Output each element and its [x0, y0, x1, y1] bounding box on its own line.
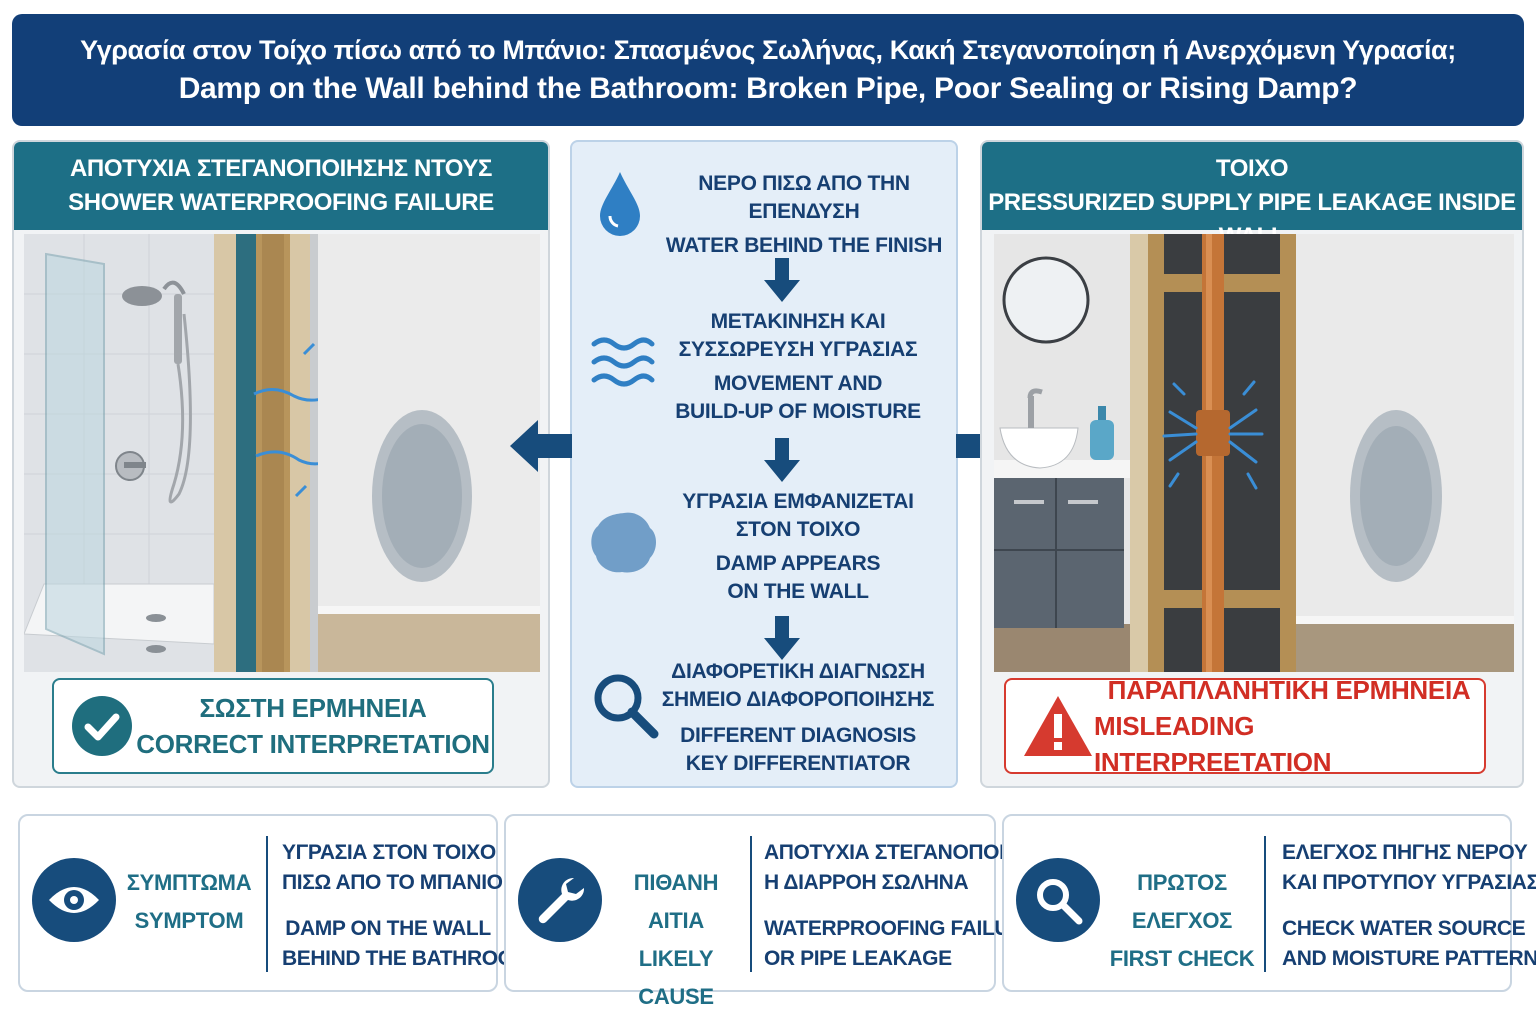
- first-check-card: ΠΡΩΤΟΣ ΕΛΕΓΧΟΣ FIRST CHECK ΕΛΕΓΧΟΣ ΠΗΓΗΣ…: [1002, 814, 1536, 992]
- card-detail-greek-line-1: ΕΛΕΓΧΟΣ ΠΗΓΗΣ ΝΕΡΟΥ: [1282, 841, 1528, 864]
- down-arrow-icon: [764, 438, 800, 482]
- card-label-greek: ΠΙΘΑΝΗ ΑΙΤΙΑ: [633, 870, 719, 933]
- step-4-greek-line-1: ΔΙΑΦΟΡΕΤΙΚΗ ΔΙΑΓΝΩΣΗ: [671, 660, 925, 683]
- card-detail-english-line-1: WATERPROOFING FAILURE: [764, 917, 1038, 940]
- panel-heading-greek: ΑΠΟΤΥΧΙΑ ΣΤΕΓΑΝΟΠΟΙΗΣΗΣ ΝΤΟΥΣ: [69, 155, 493, 182]
- panel-heading: ΑΠΟΤΥΧΙΑ ΣΤΕΓΑΝΟΠΟΙΗΣΗΣ ΝΤΟΥΣ SHOWER WAT…: [14, 142, 548, 230]
- step-4-english-line-1: DIFFERENT DIAGNOSIS: [680, 724, 916, 747]
- card-detail-english-line-1: DAMP ON THE WALL: [285, 917, 491, 940]
- card-label-greek: ΣΥΜΠΤΩΜΑ: [126, 870, 252, 895]
- misleading-interpretation-badge: ΠΑΡΑΠΛΑΝΗΤΙΚΗ ΕΡΜΗΝΕΙΑ MISLEADING INTERP…: [1004, 675, 1486, 777]
- panel-heading: ΔΙΑΡΡΟΗ ΠΙΕΣΤΙΚΟΥ ΣΩΛΗΝΑ ΜΕΣΑ ΣΤΟΝ ΤΟΙΧΟ…: [982, 142, 1522, 250]
- left-arrow-icon: [510, 420, 572, 472]
- waves-icon: [591, 337, 655, 387]
- title-greek: Υγρασία στον Τοίχο πίσω από το Μπάνιο: Σ…: [80, 34, 1456, 65]
- down-arrow-icon: [764, 616, 800, 660]
- pipe-leakage-panel: ΔΙΑΡΡΟΗ ΠΙΕΣΤΙΚΟΥ ΣΩΛΗΝΑ ΜΕΣΑ ΣΤΟΝ ΤΟΙΧΟ…: [980, 140, 1524, 788]
- wrench-icon: [518, 858, 602, 942]
- flow-step-1: ΝΕΡΟ ΠΙΣΩ ΑΠΟ ΤΗΝ ΕΠΕΝΔΥΣΗ WATER BEHIND …: [572, 164, 956, 257]
- step-2-greek-line-1: ΜΕΤΑΚΙΝΗΣΗ ΚΑΙ: [710, 310, 886, 333]
- card-label: ΣΥΜΠΤΩΜΑ SYMPTOM: [124, 864, 254, 940]
- card-label-english: SYMPTOM: [134, 908, 244, 933]
- card-divider: [266, 836, 268, 972]
- card-label-greek: ΠΡΩΤΟΣ ΕΛΕΓΧΟΣ: [1131, 870, 1233, 933]
- card-label: ΠΡΩΤΟΣ ΕΛΕΓΧΟΣ FIRST CHECK: [1104, 864, 1260, 978]
- step-3-english-line-1: DAMP APPEARS: [715, 552, 881, 575]
- shower-scene-illustration: [23, 234, 540, 672]
- verdict-greek: ΠΑΡΑΠΛΑΝΗΤΙΚΗ ΕΡΜΗΝΕΙΑ: [1107, 675, 1471, 705]
- card-divider: [750, 836, 752, 972]
- panel-heading-english: SHOWER WATERPROOFING FAILURE: [68, 189, 494, 216]
- moisture-flow-column: ΝΕΡΟ ΠΙΣΩ ΑΠΟ ΤΗΝ ΕΠΕΝΔΥΣΗ WATER BEHIND …: [570, 140, 958, 788]
- step-2-greek-line-2: ΣΥΣΣΩΡΕΥΣΗ ΥΓΡΑΣΙΑΣ: [678, 338, 918, 361]
- panel-heading-english: PRESSURIZED SUPPLY PIPE LEAKAGE INSIDE W…: [988, 189, 1516, 250]
- card-detail-english-line-2: BEHIND THE BATHROOM: [282, 947, 531, 970]
- step-1-english: WATER BEHIND THE FINISH: [665, 234, 943, 257]
- card-detail-greek-line-1: ΑΠΟΤΥΧΙΑ ΣΤΕΓΑΝΟΠΟΙΗΣΗΣ: [764, 841, 1059, 864]
- card-detail-english-line-1: CHECK WATER SOURCE: [1282, 917, 1526, 940]
- flow-step-2: ΜΕΤΑΚΙΝΗΣΗ ΚΑΙ ΣΥΣΣΩΡΕΥΣΗ ΥΓΡΑΣΙΑΣ MOVEM…: [572, 308, 956, 428]
- card-divider: [1264, 836, 1266, 972]
- card-detail-english-line-2: AND MOISTURE PATTERN: [1282, 947, 1536, 970]
- card-label-english: LIKELY CAUSE: [638, 946, 714, 1009]
- verdict-greek: ΣΩΣΤΗ ΕΡΜΗΝΕΙΑ: [199, 693, 427, 723]
- shower-waterproofing-panel: ΑΠΟΤΥΧΙΑ ΣΤΕΓΑΝΟΠΟΙΗΣΗΣ ΝΤΟΥΣ SHOWER WAT…: [12, 140, 550, 788]
- title-banner: Υγρασία στον Τοίχο πίσω από το Μπάνιο: Σ…: [12, 14, 1524, 126]
- card-label-english: FIRST CHECK: [1109, 946, 1255, 971]
- water-drop-icon: [600, 172, 640, 236]
- step-2-english-line-2: BUILD-UP OF MOISTURE: [675, 400, 921, 423]
- pipe-leak-scene-illustration: [994, 234, 1514, 672]
- flow-step-3: ΥΓΡΑΣΙΑ ΕΜΦΑΝΙΖΕΤΑΙ ΣΤΟΝ ΤΟΙΧΟ DAMP APPE…: [572, 488, 956, 608]
- step-1-greek: ΝΕΡΟ ΠΙΣΩ ΑΠΟ ΤΗΝ ΕΠΕΝΔΥΣΗ: [698, 172, 910, 223]
- down-arrow-icon: [764, 258, 800, 302]
- step-4-english-line-2: KEY DIFFERENTIATOR: [685, 752, 911, 775]
- eye-icon: [32, 858, 116, 942]
- verdict-english: MISLEADING INTERPREETATION: [1094, 711, 1332, 777]
- step-4-greek-line-2: ΣΗΜΕΙΟ ΔΙΑΦΟΡΟΠΟΙΗΣΗΣ: [661, 688, 935, 711]
- shower-illustration: [23, 234, 540, 672]
- flow-step-4: ΔΙΑΦΟΡΕΤΙΚΗ ΔΙΑΓΝΩΣΗ ΣΗΜΕΙΟ ΔΙΑΦΟΡΟΠΟΙΗΣ…: [572, 656, 956, 780]
- magnifier-icon: [1016, 858, 1100, 942]
- card-detail-greek-line-2: ΚΑΙ ΠΡΟΤΥΠΟΥ ΥΓΡΑΣΙΑΣ: [1282, 871, 1536, 894]
- card-label: ΠΙΘΑΝΗ ΑΙΤΙΑ LIKELY CAUSE: [606, 864, 746, 1016]
- magnifier-icon: [594, 674, 659, 739]
- warning-triangle-icon: [1024, 696, 1092, 756]
- step-3-english-line-2: ON THE WALL: [727, 580, 869, 603]
- pipe-leak-illustration: [994, 234, 1514, 672]
- card-detail: ΥΓΡΑΣΙΑ ΣΤΟΝ ΤΟΙΧΟ ΠΙΣΩ ΑΠΟ ΤΟ ΜΠΑΝΙΟ DA…: [282, 838, 531, 974]
- step-2-english-line-1: MOVEMENT AND: [713, 372, 883, 395]
- card-detail-greek-line-1: ΥΓΡΑΣΙΑ ΣΤΟΝ ΤΟΙΧΟ: [282, 841, 496, 864]
- step-3-greek-line-1: ΥΓΡΑΣΙΑ ΕΜΦΑΝΙΖΕΤΑΙ: [682, 490, 914, 513]
- title-english: Damp on the Wall behind the Bathroom: Br…: [178, 71, 1358, 105]
- correct-interpretation-badge: ΣΩΣΤΗ ΕΡΜΗΝΕΙΑ CORRECT INTERPRETATION: [52, 678, 494, 774]
- step-3-greek-line-2: ΣΤΟΝ ΤΟΙΧΟ: [735, 518, 861, 541]
- symptom-card: ΣΥΜΠΤΩΜΑ SYMPTOM ΥΓΡΑΣΙΑ ΣΤΟΝ ΤΟΙΧΟ ΠΙΣΩ…: [18, 814, 531, 992]
- verdict-english: CORRECT INTERPRETATION: [136, 729, 490, 759]
- card-detail-greek-line-2: Η ΔΙΑΡΡΟΗ ΣΩΛΗΝΑ: [764, 871, 969, 894]
- likely-cause-card: ΠΙΘΑΝΗ ΑΙΤΙΑ LIKELY CAUSE ΑΠΟΤΥΧΙΑ ΣΤΕΓΑ…: [504, 814, 1059, 1009]
- card-detail-greek-line-2: ΠΙΣΩ ΑΠΟ ΤΟ ΜΠΑΝΙΟ: [282, 871, 503, 894]
- card-detail: ΕΛΕΓΧΟΣ ΠΗΓΗΣ ΝΕΡΟΥ ΚΑΙ ΠΡΟΤΥΠΟΥ ΥΓΡΑΣΙΑ…: [1282, 838, 1536, 974]
- panel-heading-greek: ΔΙΑΡΡΟΗ ΠΙΕΣΤΙΚΟΥ ΣΩΛΗΝΑ ΜΕΣΑ ΣΤΟΝ ΤΟΙΧΟ: [1011, 142, 1494, 182]
- card-detail: ΑΠΟΤΥΧΙΑ ΣΤΕΓΑΝΟΠΟΙΗΣΗΣ Η ΔΙΑΡΡΟΗ ΣΩΛΗΝΑ…: [764, 838, 1059, 974]
- card-detail-english-line-2: OR PIPE LEAKAGE: [764, 947, 952, 970]
- check-circle-icon: [72, 696, 132, 756]
- damp-stain-icon: [591, 512, 656, 573]
